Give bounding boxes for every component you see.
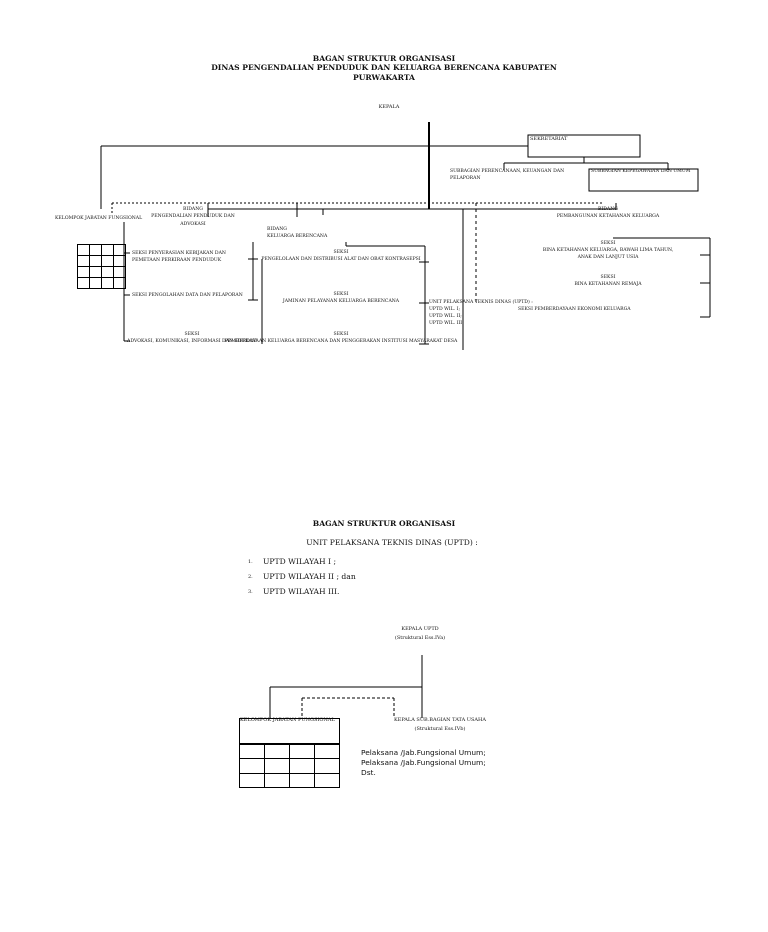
seksi-ekonomi-label: SEKSI PEMBERDAYAAN EKONOMI KELUARGA <box>518 307 631 312</box>
uptd-line2: UPTD WIL. I; <box>429 307 461 312</box>
seksi-remaja-line1: SEKSI <box>600 275 616 280</box>
seksi-advokasi-line1: SEKSI <box>184 332 200 337</box>
subbag-kepegawaian-label: SUBBAGIAN KEPEGAWAIAN DAN UMUM <box>591 169 691 174</box>
bidang-kb-line2: KELUARGA BERENCANA <box>267 234 328 239</box>
chart2-item-2-num: 2. <box>248 574 253 580</box>
uptd-line1: UNIT PELAKSANA TEKNIS DINAS (UPTD) : <box>429 300 533 305</box>
seksi-penyerasian-line1: SEKSI PENYERASIAN KEBIJAKAN DAN <box>132 251 226 256</box>
bidang-advokasi-line3: ADVOKASI <box>180 222 206 227</box>
kelompok-jabatan-box <box>239 718 340 744</box>
chart2-item-2-text: UPTD WILAYAH II ; dan <box>263 572 356 581</box>
chart1-title-line2: DINAS PENGENDALIAN PENDUDUK DAN KELUARGA… <box>211 63 557 72</box>
kepala-uptd-line2: (Struktural Ess.IVa) <box>394 635 446 641</box>
pelaksana-line2: Pelaksana /Jab.Fungsional Umum; <box>361 758 486 767</box>
pelaksana-line3: Dst. <box>361 768 376 777</box>
chart1-title-line1: BAGAN STRUKTUR ORGANISASI <box>312 54 456 63</box>
bidang-advokasi-line1: BIDANG <box>183 207 203 212</box>
chart2-subtitle: UNIT PELAKSANA TEKNIS DINAS (UPTD) : <box>306 538 478 547</box>
seksi-balita-line1: SEKSI <box>600 241 616 246</box>
kelompok-jabatan-box-label: KELOMPOK JABATAN FUNGSIONAL <box>240 717 335 723</box>
seksi-pengolahan-label: SEKSI PENGOLAHAN DATA DAN PELAPORAN <box>132 293 243 298</box>
kelompok-jabatan-grid <box>77 244 126 289</box>
seksi-jaminan-line2: JAMINAN PELAYANAN KELUARGA BERENCANA <box>282 299 400 304</box>
seksi-balita-line3: ANAK DAN LANJUT USIA <box>577 255 639 260</box>
seksi-penyerasian-line2: PEMETAAN PERKIRAAN PENDUDUK <box>132 258 222 263</box>
chart2-item-1-num: 1. <box>248 559 253 565</box>
uptd-line4: UPTD WIL. III. <box>429 321 464 326</box>
seksi-balita-line2: BINA KETAHANAN KELUARGA, BAWAH LIMA TAHU… <box>542 248 674 253</box>
kelompok-jabatan-table <box>239 743 340 789</box>
bidang-ketahanan-line2: PEMBANGUNAN KETAHANAN KELUARGA <box>556 214 660 219</box>
seksi-penggerakan-line2: PEMBERDAYAAN KELUARGA BERENCANA DAN PENG… <box>224 339 458 344</box>
uptd-line3: UPTD WIL. II; <box>429 314 462 319</box>
bidang-ketahanan-line1: BIDANG <box>598 207 618 212</box>
kasubag-line1: KEPALA SUB.BAGIAN TATA USAHA <box>393 717 487 723</box>
chart2-item-3-num: 3. <box>248 589 253 595</box>
kasubag-line2: (Struktural Ess.IVb) <box>414 726 466 732</box>
pelaksana-line1: Pelaksana /Jab.Fungsional Umum; <box>361 748 486 757</box>
subbag-perencanaan-line1: SUBBAGIAN PERENCANAAN, KEUANGAN DAN <box>450 169 565 174</box>
bidang-advokasi-line2: PENGENDALIAN PENDUDUK DAN <box>151 214 235 219</box>
chart2-title: BAGAN STRUKTUR ORGANISASI <box>312 519 456 528</box>
kepala-uptd-line1: KEPALA UPTD <box>401 626 439 632</box>
sekretariat-label: SEKRETARIAT <box>530 136 568 142</box>
kelompok-jabatan-label: KELOMPOK JABATAN FUNGSIONAL <box>55 216 143 221</box>
bidang-kb-line1: BIDANG <box>267 227 287 232</box>
chart1-title-line3: PURWAKARTA <box>353 73 415 82</box>
seksi-penggerakan-line1: SEKSI <box>333 332 349 337</box>
seksi-alat-line1: SEKSI <box>333 250 349 255</box>
subbag-perencanaan-line2: PELAPORAN <box>450 176 481 181</box>
seksi-advokasi-line2: ADVOKASI, KOMUNIKASI, INFORMASI DAN EDUK… <box>127 339 257 344</box>
kepala-label: KEPALA <box>378 104 400 110</box>
seksi-remaja-line2: BINA KETAHANAN REMAJA <box>574 282 642 287</box>
chart2-item-3-text: UPTD WILAYAH III. <box>263 587 340 596</box>
seksi-alat-line2: PENGELOLAAN DAN DISTRIBUSI ALAT DAN OBAT… <box>261 257 421 262</box>
seksi-jaminan-line1: SEKSI <box>333 292 349 297</box>
chart2-item-1-text: UPTD WILAYAH I ; <box>263 557 337 566</box>
